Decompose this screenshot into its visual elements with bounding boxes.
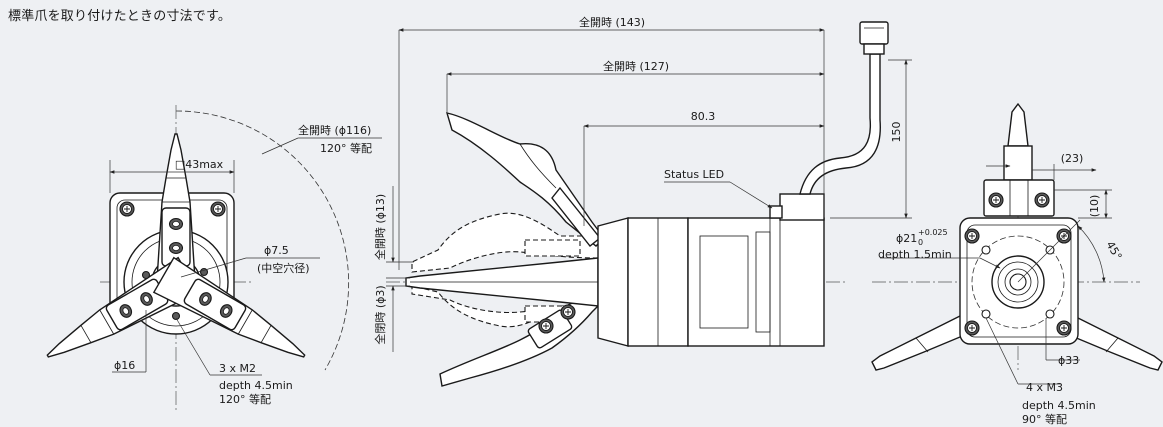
front-screw-spec: 3 x M2 [219, 362, 256, 375]
rear-top-pin [1007, 102, 1029, 147]
body-size-label: □43max [175, 158, 224, 171]
closed-gap-label: 全閉時 (ϕ3) [373, 285, 387, 344]
side-mount [597, 217, 629, 347]
total-length-label: 全開時 (143) [579, 15, 645, 29]
jaw-spacing-label: 120° 等配 [320, 141, 372, 155]
rear-connector [983, 179, 1055, 217]
rear-screw-spacing: 90° 等配 [1022, 412, 1067, 426]
pilot-tol-upper: +0.025 [918, 228, 948, 237]
cable-connector [859, 21, 889, 45]
connector-offset-label: (23) [1061, 152, 1084, 165]
rear-screw-depth: depth 4.5min [1022, 399, 1096, 412]
hollow-note-label: (中空穴径) [257, 261, 310, 275]
front-view: □43max 全開時 (ϕ116) 120° 等配 ϕ7.5 (中空穴径) ϕ1… [37, 105, 382, 410]
drawing-caption: 標準爪を取り付けたときの寸法です。 [8, 9, 232, 24]
pilot-diameter-label: ϕ21 [896, 232, 917, 245]
cable-length-label: 150 [890, 122, 903, 143]
rear-jaw-right [1061, 310, 1163, 371]
status-led [769, 205, 783, 219]
body-length-label: 80.3 [691, 110, 716, 123]
connector-height-label: (10) [1088, 195, 1101, 218]
side-cable [799, 53, 881, 195]
mount-circle-label: ϕ16 [114, 359, 135, 372]
jaw-length-label: 全開時 (127) [603, 59, 669, 73]
open-diameter-label: 全開時 (ϕ116) [298, 123, 371, 137]
angle-label: 45° [1103, 239, 1124, 262]
front-screw-depth: depth 4.5min [219, 379, 293, 392]
side-view: 全開時 (143) 全開時 (127) 80.3 150 Status LED … [373, 15, 912, 387]
rear-screw-spec: 4 x M3 [1026, 381, 1063, 394]
bolt-circle [971, 235, 1065, 329]
rear-jaw-left [871, 310, 973, 371]
pilot-depth-label: depth 1.5min [878, 248, 952, 261]
status-led-label: Status LED [664, 168, 724, 181]
connector-housing [779, 193, 825, 221]
open-gap-label: 全開時 (ϕ13) [373, 194, 387, 260]
rear-view: (23) (10) 45° ϕ21 +0.025 0 depth 1.5min … [871, 102, 1163, 426]
open-diameter-arc [175, 110, 349, 371]
bolt-circle-label: ϕ33 [1058, 354, 1079, 367]
front-screw-spacing: 120° 等配 [219, 392, 271, 406]
hollow-bore-label: ϕ7.5 [264, 244, 289, 257]
pilot-tol-lower: 0 [918, 238, 923, 247]
